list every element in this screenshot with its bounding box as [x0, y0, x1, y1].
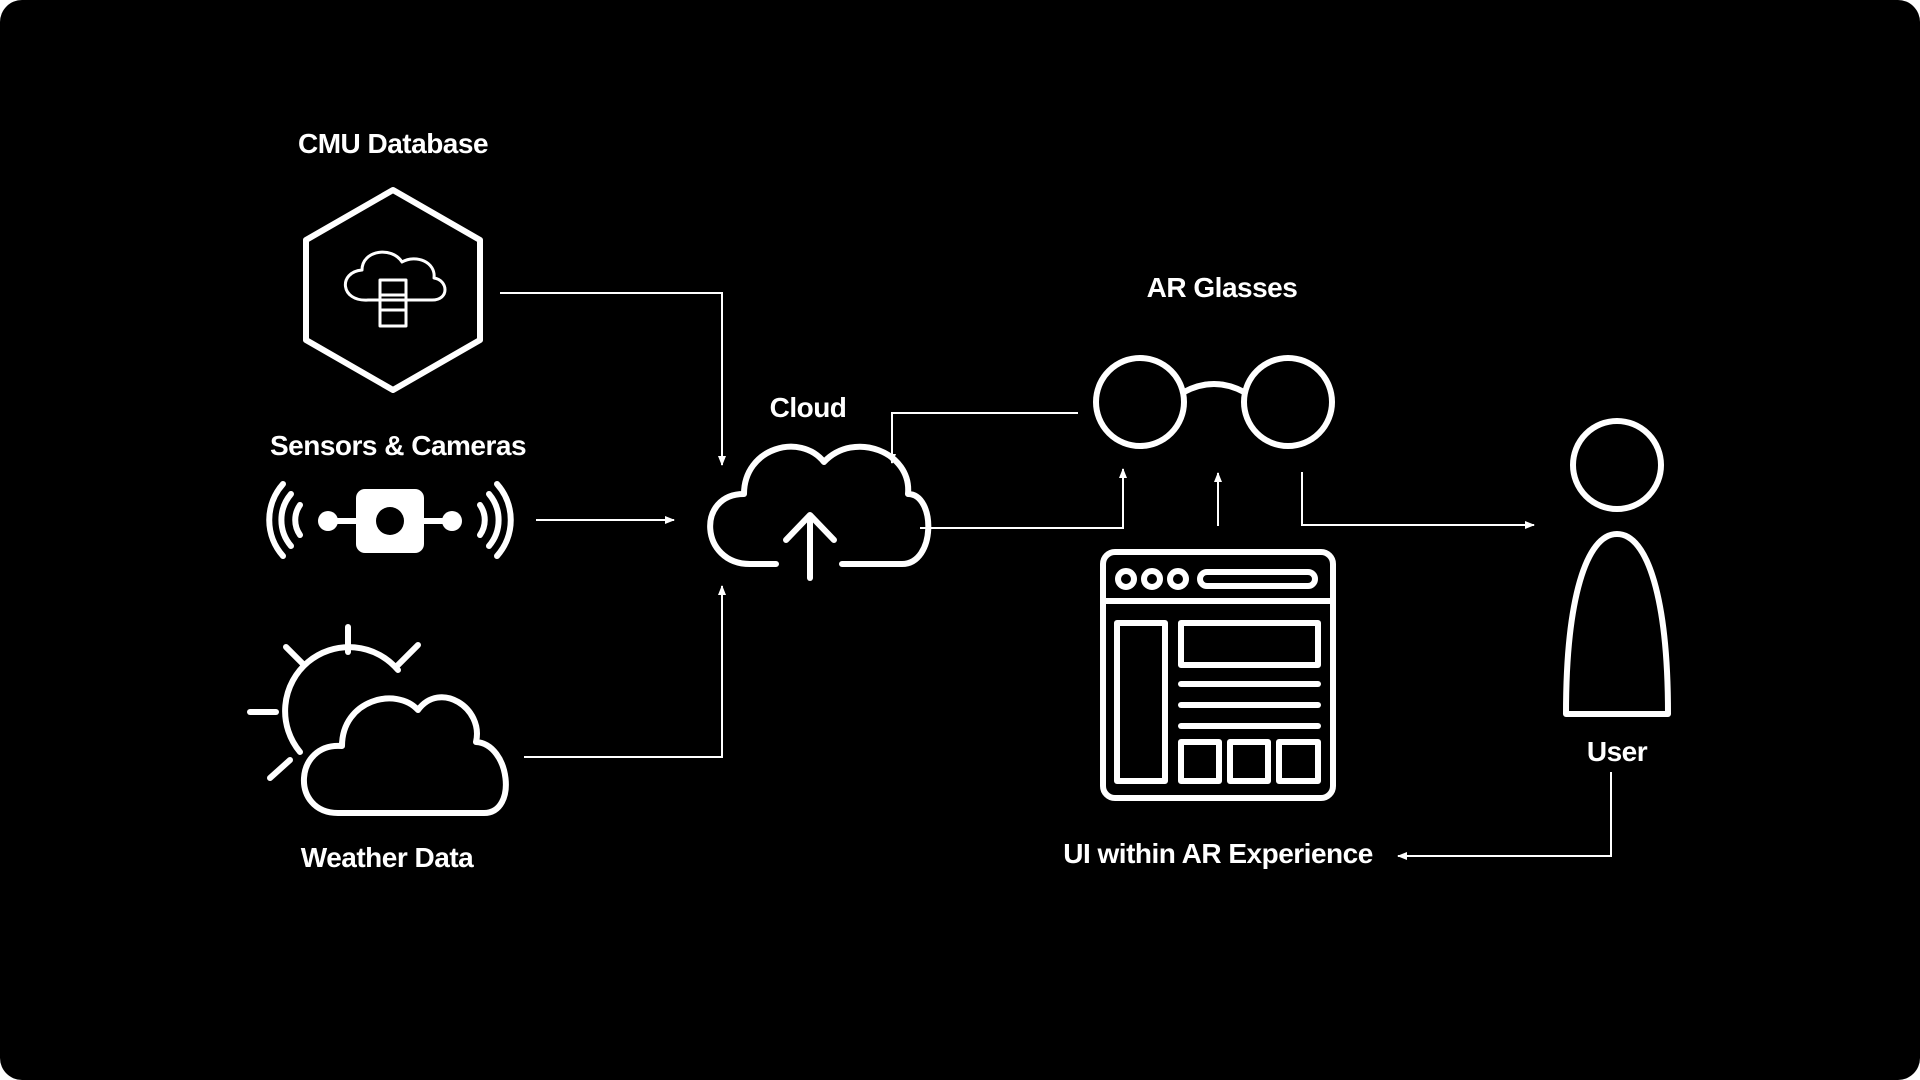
edge-ar-glasses-to-cloud: [888, 412, 1078, 464]
database-cloud-hexagon-icon: [303, 187, 483, 393]
edge-cloud-to-ar-glasses: [920, 468, 1127, 529]
label-user: User: [1586, 736, 1648, 767]
label-weather-data: Weather Data: [300, 842, 474, 873]
edge-weather-to-cloud: [524, 585, 726, 758]
wireless-sensor-icon: [266, 481, 514, 559]
label-cloud: Cloud: [769, 392, 847, 423]
weather-cloud-sun-icon: [247, 624, 509, 816]
browser-window-icon: [1100, 549, 1336, 801]
label-ui-within-ar: UI within AR Experience: [1063, 838, 1373, 869]
label-ar-glasses: AR Glasses: [1146, 272, 1298, 303]
user-icon: [1563, 418, 1671, 717]
label-sensors-cameras: Sensors & Cameras: [269, 430, 527, 461]
edge-user-to-ui: [1397, 772, 1612, 860]
cloud-upload-icon: [707, 443, 932, 581]
label-cmu-database: CMU Database: [297, 128, 489, 159]
glasses-icon: [1093, 355, 1335, 449]
edge-ar-glasses-to-user: [1301, 472, 1535, 529]
edge-cmu-database-to-cloud: [500, 292, 726, 466]
